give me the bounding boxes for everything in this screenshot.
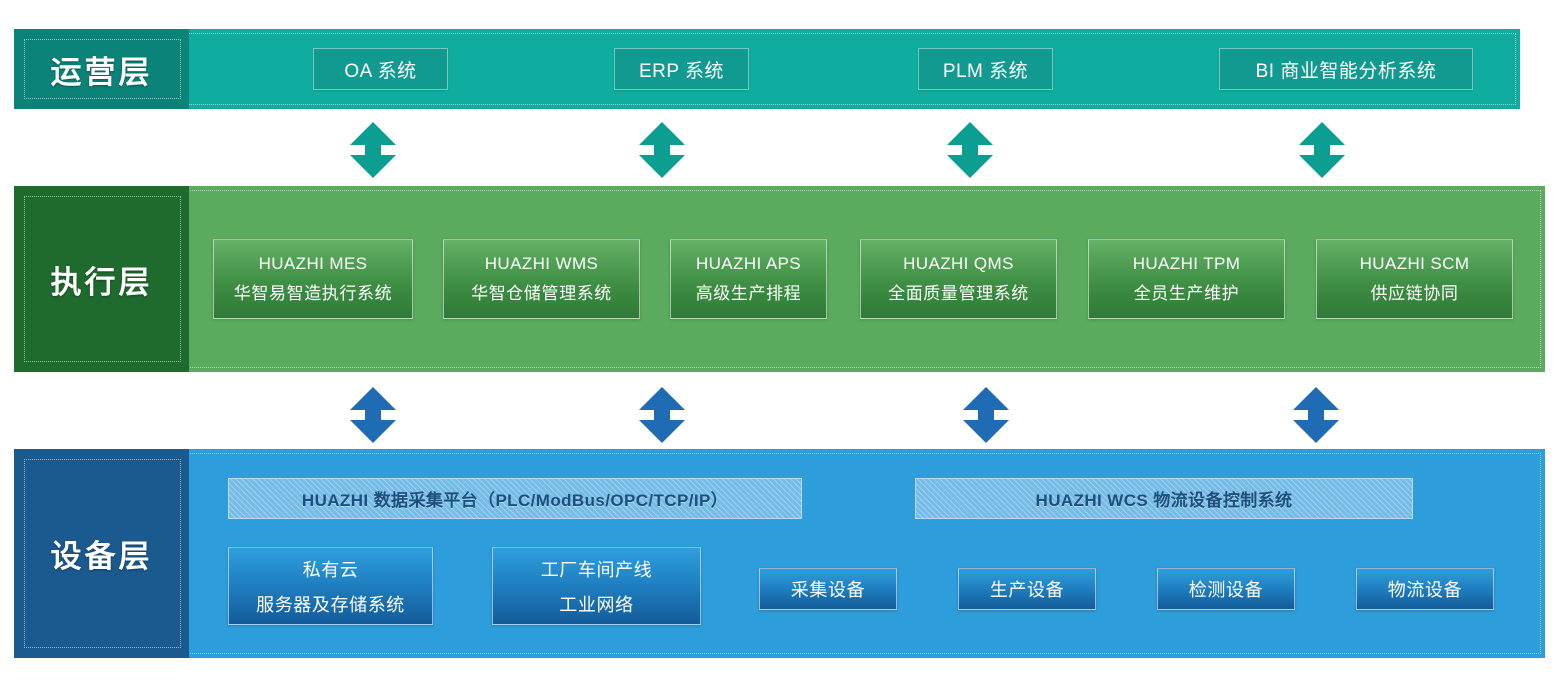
device-layer-content: HUAZHI 数据采集平台（PLC/ModBus/OPC/TCP/IP） HUA… — [189, 449, 1545, 658]
exec-card-tpm-subtitle: 全员生产维护 — [1133, 284, 1240, 303]
exec-card-mes-title: HUAZHI MES — [258, 254, 368, 273]
ops-card-oa-label: OA 系统 — [344, 60, 417, 82]
exec-card-aps-title: HUAZHI APS — [695, 254, 802, 273]
device-equipment-acquisition-label: 采集设备 — [790, 580, 866, 600]
device-equipment-production[interactable]: 生产设备 — [958, 568, 1096, 610]
device-equipment-acquisition[interactable]: 采集设备 — [759, 568, 897, 610]
exec-card-wms-title: HUAZHI WMS — [484, 254, 599, 273]
exec-card-qms[interactable]: HUAZHI QMS 全面质量管理系统 — [860, 239, 1057, 319]
double-arrow-icon-exec-dev-2 — [639, 387, 685, 443]
device-equipment-production-label: 生产设备 — [989, 580, 1065, 600]
ops-card-bi-label: BI 商业智能分析系统 — [1255, 60, 1437, 82]
device-layer-band: 设备层 HUAZHI 数据采集平台（PLC/ModBus/OPC/TCP/IP）… — [14, 449, 1545, 658]
device-equipment-inspection-label: 检测设备 — [1188, 580, 1264, 600]
exec-card-aps-subtitle: 高级生产排程 — [695, 284, 802, 303]
operations-layer-band: 运营层 OA 系统 ERP 系统 PLM 系统 BI 商业智能分析系统 — [14, 29, 1520, 109]
operations-layer-content: OA 系统 ERP 系统 PLM 系统 BI 商业智能分析系统 — [189, 29, 1520, 109]
execution-layer-label: 执行层 — [14, 186, 189, 372]
double-arrow-icon-ops-exec-4 — [1299, 122, 1345, 178]
device-banner-data-acquisition-platform[interactable]: HUAZHI 数据采集平台（PLC/ModBus/OPC/TCP/IP） — [228, 478, 802, 519]
exec-card-qms-subtitle: 全面质量管理系统 — [888, 284, 1029, 303]
device-banner-wcs[interactable]: HUAZHI WCS 物流设备控制系统 — [915, 478, 1413, 519]
exec-card-aps[interactable]: HUAZHI APS 高级生产排程 — [670, 239, 827, 319]
execution-layer-content: HUAZHI MES 华智易智造执行系统 HUAZHI WMS 华智仓储管理系统… — [189, 186, 1545, 372]
device-card-factory-line-title: 工厂车间产线 — [540, 559, 653, 580]
execution-layer-band: 执行层 HUAZHI MES 华智易智造执行系统 HUAZHI WMS 华智仓储… — [14, 186, 1545, 372]
double-arrow-icon-exec-dev-4 — [1293, 387, 1339, 443]
exec-card-qms-title: HUAZHI QMS — [903, 254, 1014, 273]
double-arrow-icon-ops-exec-3 — [947, 122, 993, 178]
ops-card-erp-label: ERP 系统 — [638, 60, 724, 82]
exec-card-scm[interactable]: HUAZHI SCM 供应链协同 — [1316, 239, 1513, 319]
device-layer-label-text: 设备层 — [50, 539, 153, 574]
exec-card-tpm-title: HUAZHI TPM — [1132, 254, 1241, 273]
ops-card-plm[interactable]: PLM 系统 — [918, 48, 1053, 90]
ops-card-oa[interactable]: OA 系统 — [313, 48, 448, 90]
exec-card-mes-subtitle: 华智易智造执行系统 — [233, 284, 393, 303]
ops-card-bi[interactable]: BI 商业智能分析系统 — [1219, 48, 1473, 90]
operations-layer-label-text: 运营层 — [50, 54, 153, 90]
device-layer-label: 设备层 — [14, 449, 189, 658]
exec-card-wms-subtitle: 华智仓储管理系统 — [471, 284, 612, 303]
device-card-factory-line-subtitle: 工业网络 — [559, 594, 634, 615]
exec-card-scm-title: HUAZHI SCM — [1359, 254, 1470, 273]
label-dotted-outline — [24, 39, 181, 99]
exec-card-mes[interactable]: HUAZHI MES 华智易智造执行系统 — [213, 239, 413, 319]
ops-card-erp[interactable]: ERP 系统 — [614, 48, 749, 90]
device-card-private-cloud-title: 私有云 — [302, 559, 359, 580]
device-banner-wcs-label: HUAZHI WCS 物流设备控制系统 — [1035, 491, 1293, 510]
double-arrow-icon-ops-exec-2 — [639, 122, 685, 178]
exec-card-scm-subtitle: 供应链协同 — [1370, 284, 1459, 303]
label-dotted-outline — [24, 459, 181, 648]
exec-card-wms[interactable]: HUAZHI WMS 华智仓储管理系统 — [443, 239, 640, 319]
double-arrow-icon-ops-exec-1 — [350, 122, 396, 178]
device-banner-data-acquisition-platform-label: HUAZHI 数据采集平台（PLC/ModBus/OPC/TCP/IP） — [301, 491, 729, 510]
label-dotted-outline — [24, 196, 181, 362]
device-card-private-cloud[interactable]: 私有云 服务器及存储系统 — [228, 547, 433, 625]
device-card-factory-line[interactable]: 工厂车间产线 工业网络 — [492, 547, 701, 625]
double-arrow-icon-exec-dev-3 — [963, 387, 1009, 443]
device-equipment-logistics-label: 物流设备 — [1387, 580, 1463, 600]
double-arrow-icon-exec-dev-1 — [350, 387, 396, 443]
execution-layer-label-text: 执行层 — [50, 264, 153, 300]
device-equipment-logistics[interactable]: 物流设备 — [1356, 568, 1494, 610]
device-card-private-cloud-subtitle: 服务器及存储系统 — [256, 594, 405, 615]
ops-card-plm-label: PLM 系统 — [942, 60, 1029, 82]
operations-layer-label: 运营层 — [14, 29, 189, 109]
device-equipment-inspection[interactable]: 检测设备 — [1157, 568, 1295, 610]
exec-card-tpm[interactable]: HUAZHI TPM 全员生产维护 — [1088, 239, 1285, 319]
